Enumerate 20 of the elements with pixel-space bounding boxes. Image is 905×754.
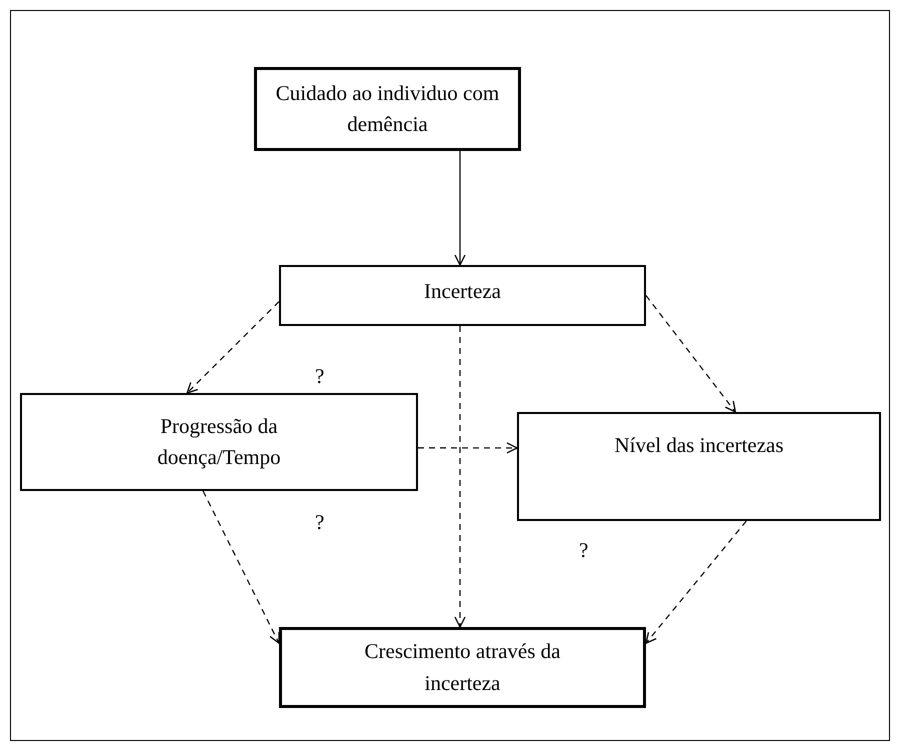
box-label: Nível das incertezas — [614, 432, 784, 459]
arrow — [454, 151, 466, 266]
box-label: Progressão da doença/Tempo — [156, 412, 282, 471]
arrow — [646, 295, 736, 413]
process-box — [279, 265, 646, 326]
process-box — [517, 412, 881, 521]
arrow — [454, 326, 466, 628]
question-mark: ? — [579, 540, 588, 561]
box-label: Incerteza — [424, 278, 501, 305]
process-box — [20, 393, 418, 491]
process-box — [254, 67, 521, 151]
question-mark: ? — [315, 512, 324, 533]
arrow — [186, 301, 280, 394]
arrow — [202, 490, 280, 644]
box-label: Crescimento através da incerteza — [364, 638, 562, 696]
arrow — [645, 520, 747, 644]
box-label: Cuidado ao individuo com demência — [274, 80, 500, 138]
question-mark: ? — [315, 366, 324, 387]
arrow — [418, 442, 518, 454]
process-box — [279, 627, 646, 708]
